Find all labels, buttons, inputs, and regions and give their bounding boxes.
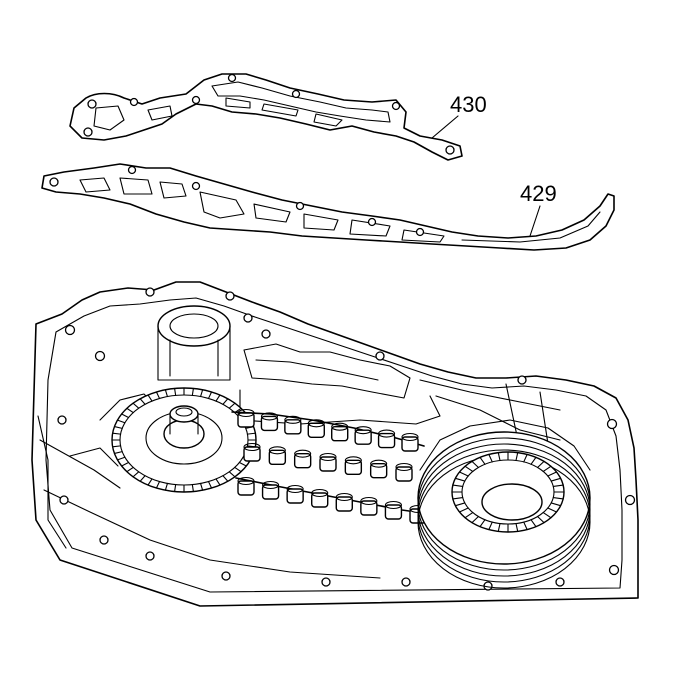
clutch-spline	[452, 484, 464, 487]
sprocket-tooth	[147, 394, 153, 402]
chain-link	[344, 456, 363, 476]
sprocket-tooth	[191, 387, 194, 396]
chain-link	[331, 422, 349, 442]
sprocket-tooth	[222, 398, 229, 405]
clutch-spline	[552, 484, 564, 487]
sprocket-tooth	[132, 402, 140, 409]
clutch-spline	[458, 507, 469, 513]
sprocket-tooth	[228, 471, 236, 478]
sprocket-tooth	[126, 407, 134, 414]
sprocket-tooth	[228, 402, 236, 409]
sprocket-tooth	[215, 478, 221, 486]
chain-link	[319, 452, 337, 472]
sprocket-tooth	[191, 484, 194, 493]
clutch-spline	[537, 515, 545, 524]
sprocket-tooth	[246, 432, 256, 435]
clutch-spline	[523, 521, 528, 531]
clutch-spline	[552, 497, 564, 500]
sprocket-tooth	[155, 481, 161, 489]
chain-link	[237, 476, 255, 496]
clutch-spline	[515, 522, 519, 532]
clutch-spline	[458, 471, 469, 477]
callout-430: 430	[450, 92, 487, 117]
sprocket-tooth	[215, 394, 221, 402]
clutch-spline	[530, 456, 537, 465]
chain-link	[268, 446, 287, 466]
sprocket-tooth	[112, 445, 122, 448]
clutch-spline	[550, 502, 562, 507]
chain-link	[286, 484, 304, 504]
sprocket-tooth	[116, 456, 126, 461]
chain-link	[335, 492, 353, 512]
clutch-spline	[497, 522, 501, 532]
chain-link	[377, 429, 396, 449]
drive-chain	[231, 408, 431, 524]
sprocket-tooth	[126, 466, 134, 473]
clutch-spline	[464, 465, 474, 472]
sprocket-tooth	[121, 413, 130, 419]
sprocket-tooth	[174, 387, 177, 396]
clutch-spline	[488, 453, 493, 463]
sprocket-tooth	[222, 475, 229, 482]
sprocket-tooth	[238, 461, 247, 467]
sprocket-tooth	[164, 482, 168, 491]
upper-gasket-430	[69, 73, 463, 161]
clutch-spline	[542, 512, 552, 519]
clutch-spline	[542, 465, 552, 472]
sprocket-tooth	[132, 471, 140, 478]
clutch-spline	[454, 477, 466, 482]
chain-link	[260, 412, 279, 432]
chain-link	[237, 408, 255, 428]
clutch-spline	[550, 477, 562, 482]
clutch-spline	[515, 452, 519, 462]
chain-link	[360, 496, 378, 516]
chain-link	[369, 459, 388, 479]
sprocket-tooth	[116, 419, 126, 424]
chain-link	[395, 462, 413, 482]
sprocket-tooth	[207, 391, 213, 399]
chain-link	[354, 426, 372, 445]
clutch-spline	[454, 502, 466, 507]
sprocket-tooth	[147, 478, 153, 486]
chain-link	[401, 432, 419, 452]
clutch-spline	[479, 519, 486, 528]
clutch-spline	[471, 460, 479, 469]
clutch-spline	[530, 519, 537, 528]
callout-429: 429	[520, 181, 557, 206]
clutch-spline	[464, 512, 474, 519]
chain-link	[284, 415, 302, 435]
clutch-spline	[547, 507, 558, 513]
sprocket-tooth	[200, 482, 204, 491]
driven-sprocket-clutch	[417, 419, 591, 589]
sprocket-tooth	[112, 432, 122, 435]
sprocket-tooth	[234, 466, 242, 473]
sprocket-tooth	[164, 389, 168, 398]
sprocket-tooth	[174, 484, 177, 493]
clutch-spline	[452, 497, 464, 500]
sprocket-tooth	[121, 461, 130, 467]
drive-sprocket	[111, 387, 257, 493]
lower-gasket-429	[41, 163, 615, 251]
chain-link	[243, 442, 261, 462]
clutch-spline	[488, 521, 493, 531]
clutch-spline	[547, 471, 558, 477]
sprocket-tooth	[113, 425, 123, 429]
clutch-spline	[523, 453, 528, 463]
sprocket-tooth	[139, 475, 146, 482]
sprocket-tooth	[139, 398, 146, 405]
chain-link	[293, 449, 312, 469]
sprocket-tooth	[200, 389, 204, 398]
sprocket-tooth	[207, 481, 213, 489]
clutch-spline	[537, 460, 545, 469]
sprocket-tooth	[113, 451, 123, 455]
clutch-spline	[497, 452, 501, 462]
sprocket-tooth	[155, 391, 161, 399]
chain-link	[384, 500, 403, 520]
clutch-spline	[479, 456, 486, 465]
chain-link	[311, 488, 329, 508]
chain-link	[307, 419, 325, 438]
chain-link	[261, 480, 280, 500]
clutch-spline	[471, 515, 479, 524]
